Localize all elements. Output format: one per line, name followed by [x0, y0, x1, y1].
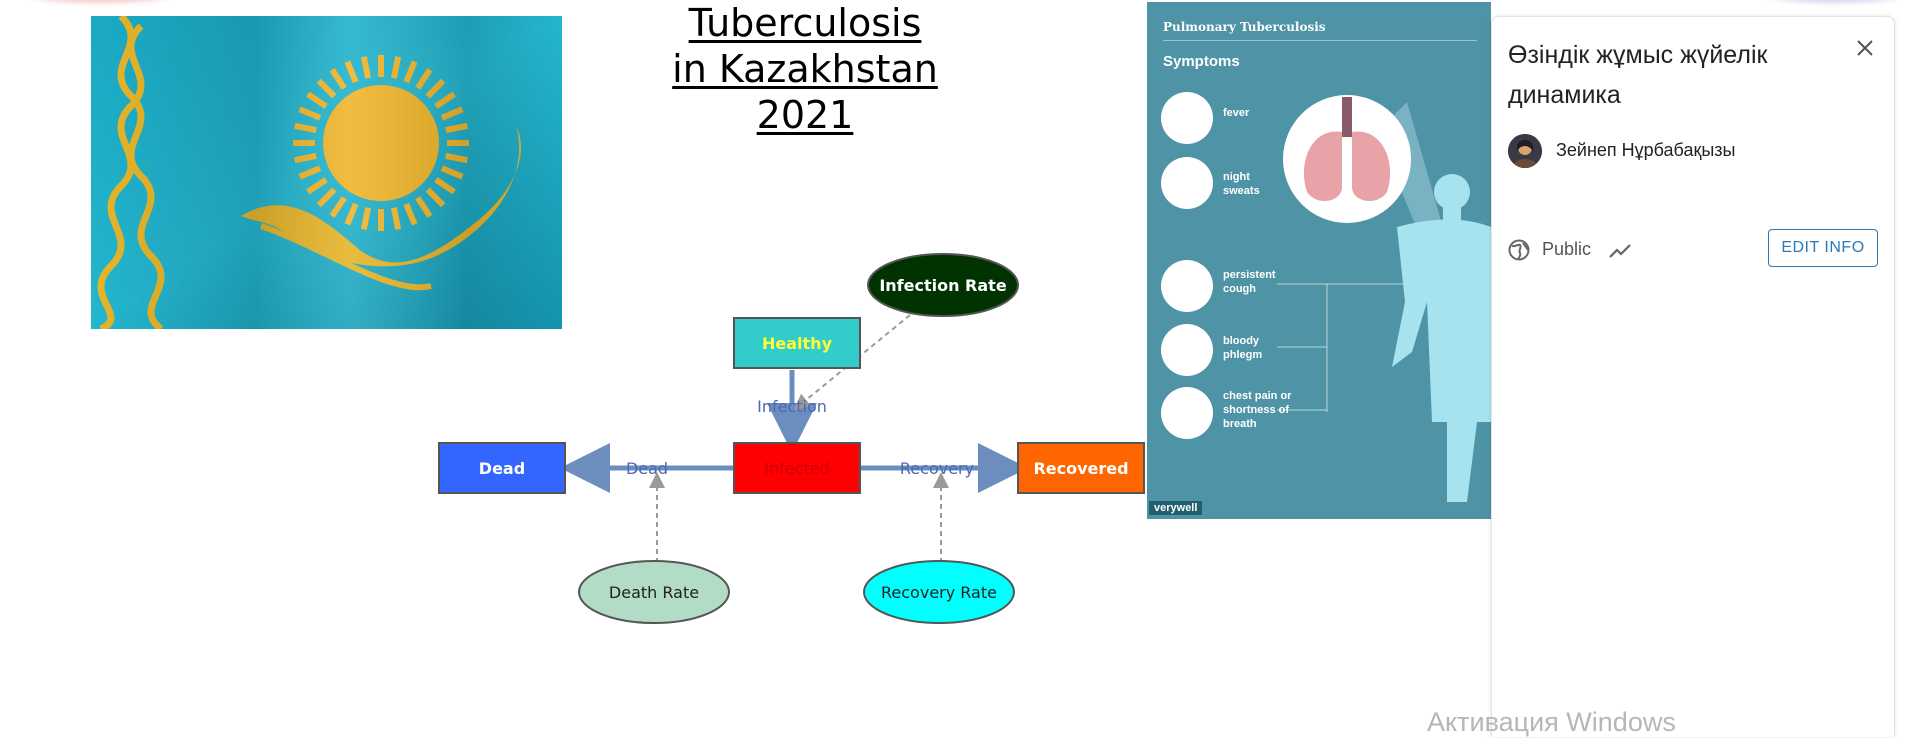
close-button[interactable] — [1852, 35, 1878, 61]
cough-icon — [1161, 260, 1213, 312]
symptom-label: bloody phlegm — [1223, 335, 1263, 361]
dead-label: Dead — [479, 459, 525, 478]
night-sweats-icon — [1161, 157, 1213, 209]
infographic-header: Pulmonary Tuberculosis — [1163, 20, 1326, 34]
dead-flow-label: Dead — [626, 459, 668, 478]
symptom-label: night sweats — [1223, 171, 1260, 197]
system-dynamics-diagram: Healthy Infected Dead Recovered Infectio… — [430, 250, 1150, 630]
infected-stock[interactable] — [733, 442, 861, 494]
avatar[interactable] — [1508, 134, 1542, 168]
fever-icon — [1161, 92, 1213, 144]
symptom-label: fever — [1223, 107, 1250, 119]
recovery-rate-auxiliary[interactable] — [863, 560, 1015, 624]
project-title: Өзіндік жұмыс жүйелік динамика — [1508, 41, 1768, 109]
title-line-3: 2021 — [756, 93, 854, 137]
close-icon — [1857, 40, 1873, 56]
divider — [1163, 40, 1477, 41]
globe-icon — [1508, 239, 1530, 261]
tuberculosis-infographic: Pulmonary Tuberculosis Symptoms fever ni… — [1147, 2, 1491, 519]
dead-stock[interactable] — [438, 442, 566, 494]
project-info-panel: Өзіндік жұмыс жүйелік динамика Зейнеп Нұ… — [1491, 16, 1895, 737]
author-name[interactable]: Зейнеп Нұрбабақызы — [1556, 140, 1736, 160]
healthy-stock[interactable] — [733, 317, 861, 369]
infection-rate-label: Infection Rate — [879, 276, 1006, 295]
recovered-stock[interactable] — [1017, 442, 1145, 494]
symptoms-heading: Symptoms — [1163, 53, 1240, 70]
title-line-1: Tuberculosis — [688, 1, 922, 45]
infection-rate-auxiliary[interactable] — [867, 253, 1019, 317]
recovery-rate-label: Recovery Rate — [881, 583, 997, 602]
kazakhstan-flag-image — [91, 16, 562, 329]
phlegm-icon — [1161, 324, 1213, 376]
infected-label: Infected — [764, 459, 829, 478]
windows-activation-watermark: Активация Windows — [1427, 707, 1676, 737]
slide-title: Tuberculosis in Kazakhstan 2021 — [655, 0, 955, 138]
infection-rate-link — [793, 314, 911, 411]
symptom-label: persistent cough — [1223, 269, 1276, 295]
decorative-blob — [1770, 0, 1900, 2]
body-illustration — [1277, 95, 1491, 502]
decorative-blob — [30, 0, 170, 2]
recovery-flow-label: Recovery — [900, 459, 974, 478]
brand-logo: verywell — [1149, 501, 1203, 515]
chest-pain-icon — [1161, 387, 1213, 439]
trend-icon[interactable] — [1607, 241, 1633, 261]
title-line-2: in Kazakhstan — [672, 47, 938, 91]
infection-flow-label: Infection — [757, 397, 827, 416]
visibility-label: Public — [1542, 239, 1592, 259]
death-rate-auxiliary[interactable] — [578, 560, 730, 624]
healthy-label: Healthy — [762, 334, 833, 353]
symptom-label: chest pain or shortness of breath — [1223, 390, 1292, 430]
death-rate-label: Death Rate — [609, 583, 699, 602]
edit-info-button[interactable]: EDIT INFO — [1768, 229, 1878, 267]
recovered-label: Recovered — [1033, 459, 1128, 478]
